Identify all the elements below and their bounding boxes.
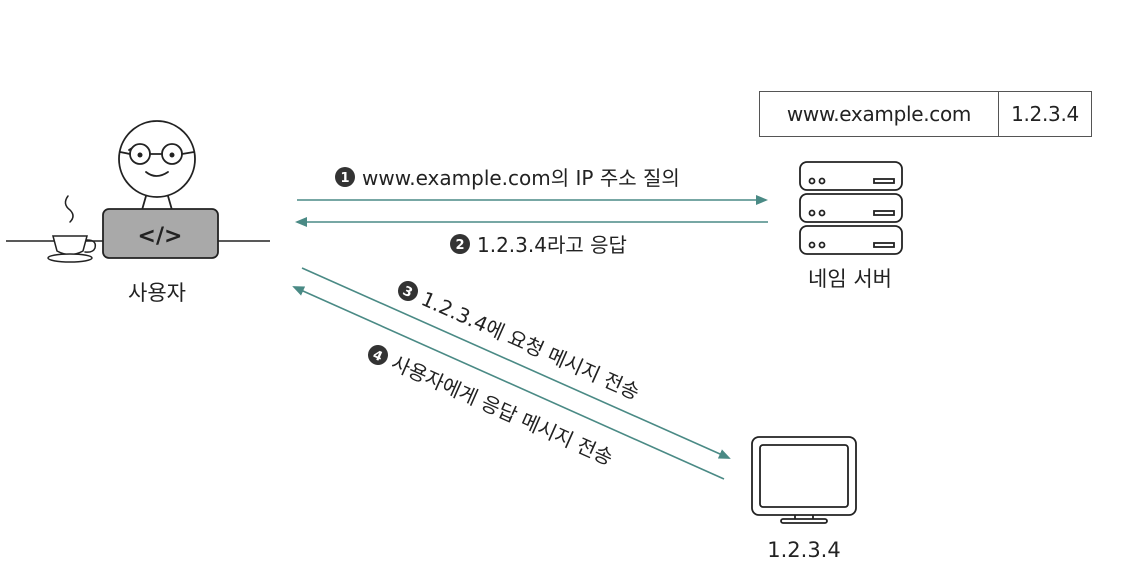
step-2-label: 2 1.2.3.4라고 응답 [450,233,627,257]
name-server-node: 네임 서버 [799,161,903,291]
dns-record-table: www.example.com 1.2.3.4 [759,91,1092,137]
person-with-glasses-icon [118,120,196,211]
user-node: </> 사용자 [6,120,270,305]
arrows [292,195,768,480]
web-server-label: 1.2.3.4 [767,538,840,562]
name-server-label: 네임 서버 [808,267,892,291]
dns-record-ip: 1.2.3.4 [1011,102,1079,126]
monitor-icon [751,436,857,524]
arrow-step-4 [292,286,725,480]
coffee-cup-icon [47,195,97,263]
step-1-label: 1 www.example.com의 IP 주소 질의 [335,166,680,190]
step-number: 2 [455,238,464,253]
step-badge [335,167,355,187]
step-badge [450,234,470,254]
laptop-icon: </> [102,208,219,259]
dns-record-domain: www.example.com [760,92,999,136]
step-number: 1 [340,171,349,186]
server-stack-icon [799,161,903,255]
user-label: 사용자 [128,281,186,305]
step-text: www.example.com의 IP 주소 질의 [362,166,680,190]
step-badge [368,345,388,365]
web-server-node: 1.2.3.4 [751,436,857,562]
step-text: 1.2.3.4라고 응답 [477,233,627,257]
laptop-symbol: </> [138,224,183,249]
step-badge [398,281,418,301]
arrow-step-3 [301,267,731,459]
